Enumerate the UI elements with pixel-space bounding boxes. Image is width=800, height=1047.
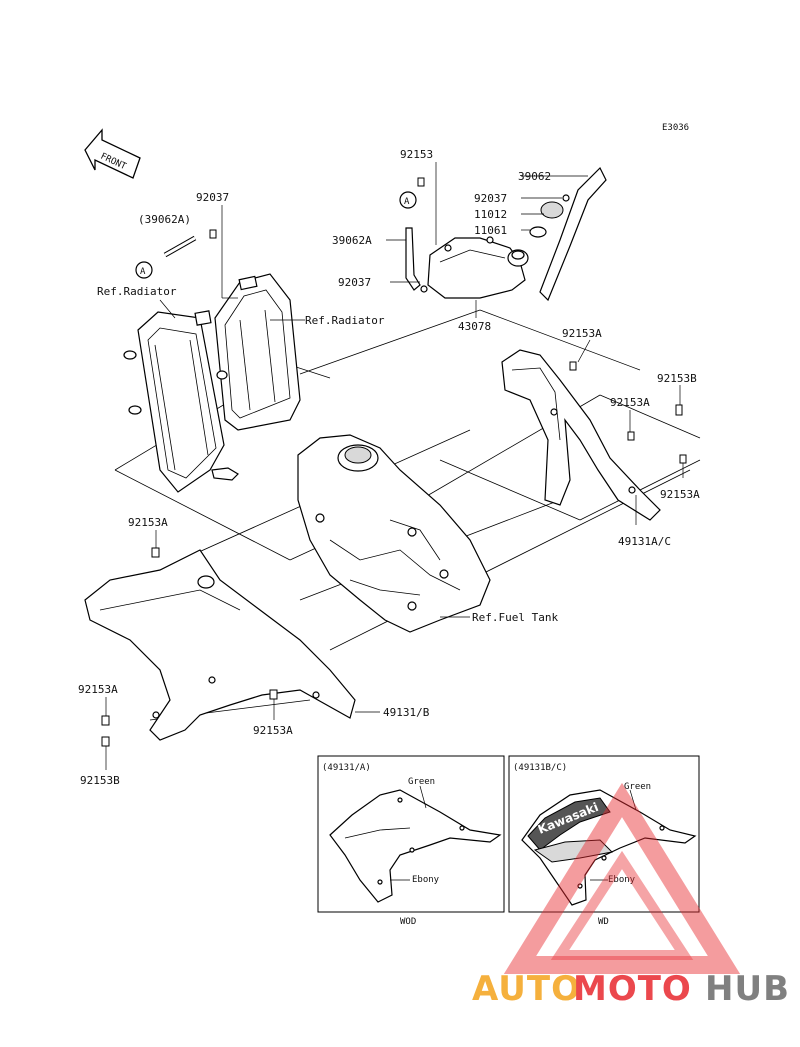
label-92153A-bc: 92153A [253,724,293,737]
front-arrow-icon: FRONT [84,128,141,179]
inset-left-ebony: Ebony [412,875,440,885]
callout-a-top: A [399,191,417,209]
label-92153-top: 92153 [400,148,433,161]
inset-right-title: (49131B/C) [513,763,567,773]
inset-left-title: (49131/A) [322,763,371,773]
inset-left: (49131/A) Green Ebony WOD [317,755,505,927]
watermark-auto: AUTO [472,969,581,1009]
label-92153A-leftmid: 92153A [128,516,168,529]
label-11061: 11061 [474,224,507,237]
shroud-left [84,547,356,747]
label-49131AC: 49131A/C [618,535,671,548]
label-39062A-paren: (39062A) [138,213,191,226]
label-92153B-right: 92153B [657,372,697,385]
radiator-left [123,310,239,493]
radiator-right [214,273,301,431]
inset-right-green: Green [624,782,651,792]
fuel-tank [297,434,491,633]
callout-a-left: A [135,261,153,279]
leader-lines [105,162,684,770]
shroud-right [501,349,687,521]
label-92153A-top: 92153A [562,327,602,340]
label-92153B-bl: 92153B [80,774,120,787]
label-ref-radiator-left: Ref.Radiator [97,285,177,298]
label-ref-fuel-tank: Ref.Fuel Tank [472,611,558,624]
inset-left-green: Green [408,777,435,787]
label-92037-right: 92037 [474,192,507,205]
watermark-moto: MOTO [573,969,692,1009]
label-92153A-bl: 92153A [78,683,118,696]
label-43078: 43078 [458,320,491,333]
watermark-logo: AUTO MOTO HUB [472,782,790,1009]
inset-right-ebony: Ebony [608,875,636,885]
watermark-hub: HUB [705,969,790,1009]
label-11012: 11012 [474,208,507,221]
hose-left [163,229,217,258]
label-49131B: 49131/B [383,706,430,719]
label-92037-tank: 92037 [338,276,371,289]
inset-right: (49131B/C) Kawasaki Green Ebony WD [508,755,700,927]
reservoir-tank [405,166,607,302]
label-92153A-right: 92153A [660,488,700,501]
inset-right-caption: WD [598,917,609,927]
label-92037-left: 92037 [196,191,229,204]
inset-left-caption: WOD [400,917,416,927]
diagram-code: E3036 [662,123,689,133]
label-39062A: 39062A [332,234,372,247]
svg-text:A: A [140,267,146,277]
label-92153A-mid: 92153A [610,396,650,409]
label-ref-radiator-right: Ref.Radiator [305,314,385,327]
label-39062: 39062 [518,170,551,183]
svg-text:A: A [404,197,410,207]
